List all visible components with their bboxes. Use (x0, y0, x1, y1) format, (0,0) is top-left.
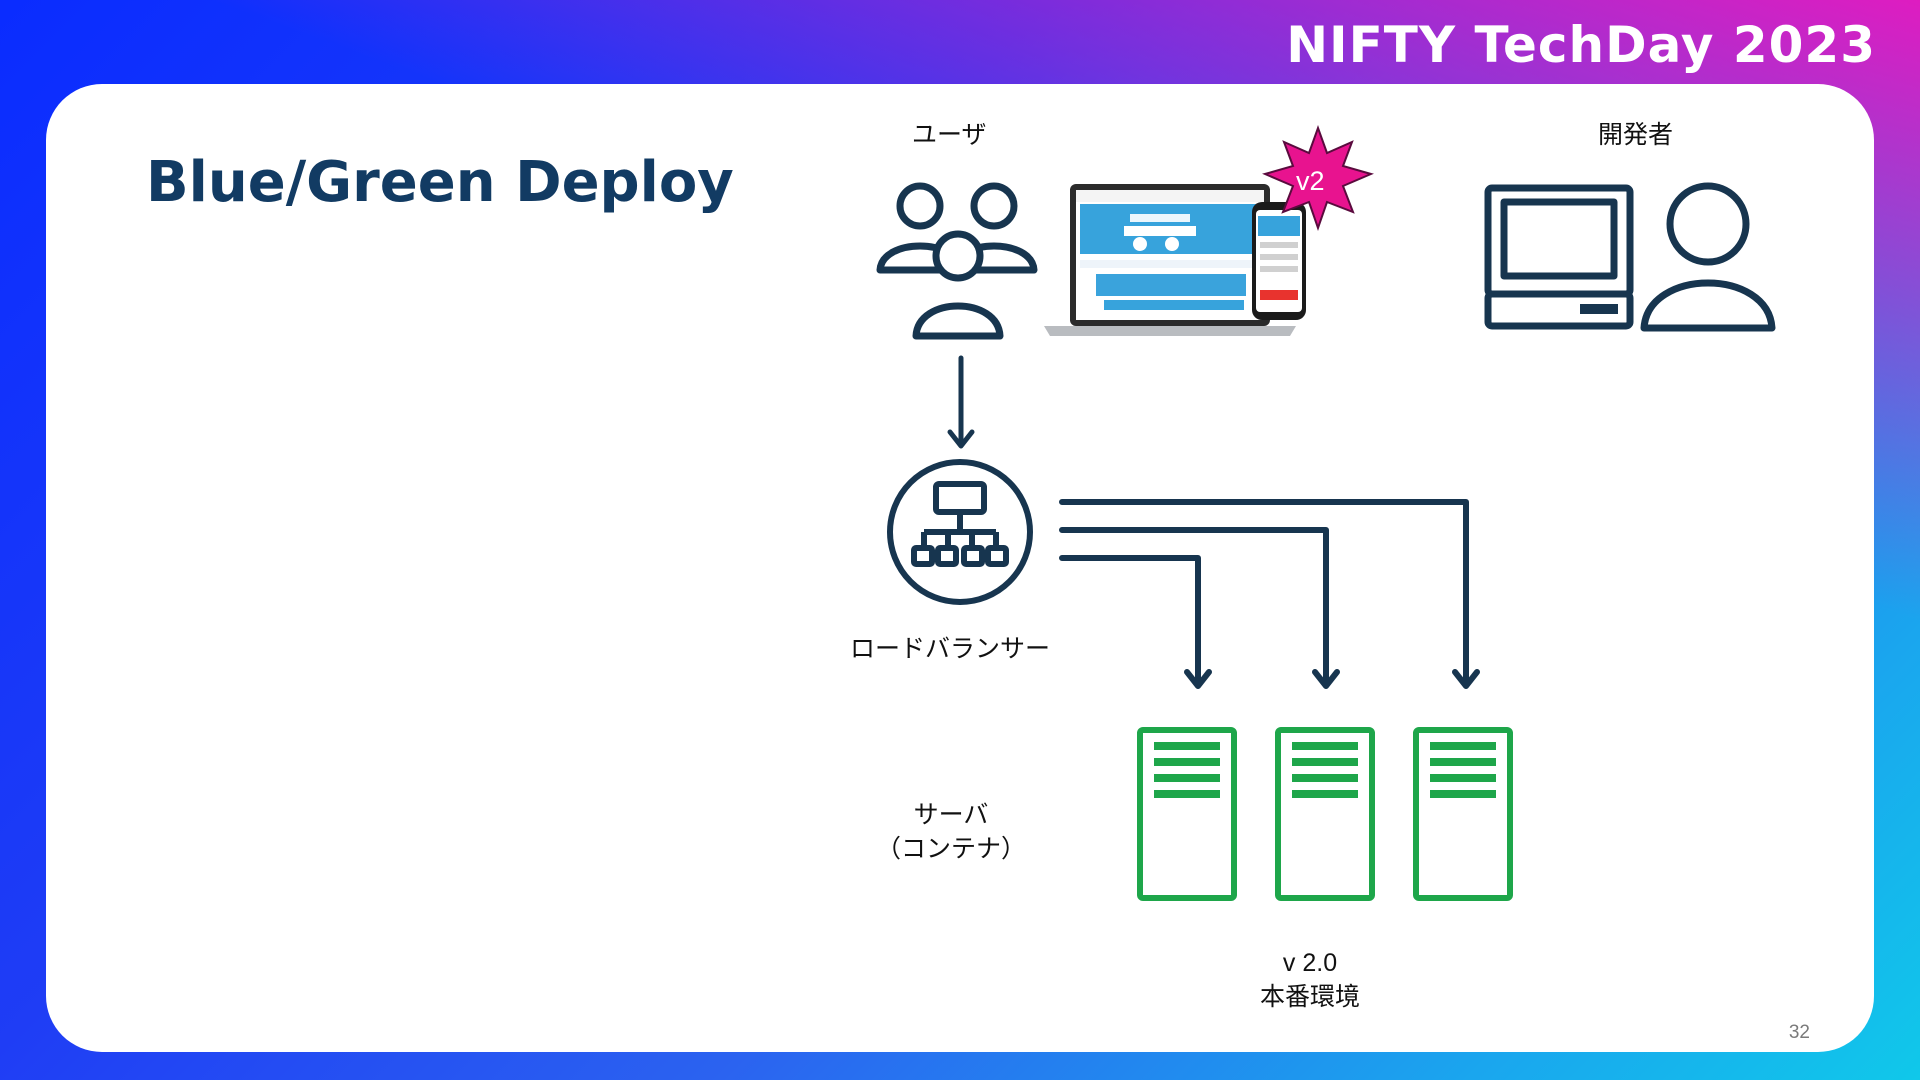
load-balancer-label: ロードバランサー (850, 634, 1051, 663)
environment-version: v 2.0 (1282, 949, 1338, 977)
server-label-line1: サーバ (913, 800, 989, 829)
server-label: サーバ （コンテナ） (876, 798, 1026, 866)
website-screenshot-image (1044, 184, 1306, 336)
environment-name: 本番環境 (1260, 982, 1361, 1011)
computer-icon (1484, 184, 1634, 330)
version-badge-label: v2 (1296, 166, 1325, 196)
environment-label: v 2.0 本番環境 (1260, 946, 1360, 1014)
brand-logo: NIFTY TechDay 2023 (1286, 16, 1876, 74)
routing-arrows (1059, 499, 1480, 689)
server-icon-2 (1275, 727, 1375, 901)
server-icon-3 (1413, 727, 1513, 901)
users-icon (876, 182, 1038, 340)
slide-title: Blue/Green Deploy (146, 150, 734, 215)
load-balancer-icon (887, 459, 1033, 605)
user-label: ユーザ (912, 120, 987, 149)
developer-person-icon (1640, 182, 1776, 332)
page-number: 32 (1788, 1022, 1810, 1043)
developer-label: 開発者 (1598, 120, 1674, 149)
server-label-line2: （コンテナ） (876, 834, 1027, 863)
arrow-users-to-loadbalancer (947, 355, 975, 449)
version-badge-star (1262, 125, 1374, 232)
server-icon-1 (1137, 727, 1237, 901)
